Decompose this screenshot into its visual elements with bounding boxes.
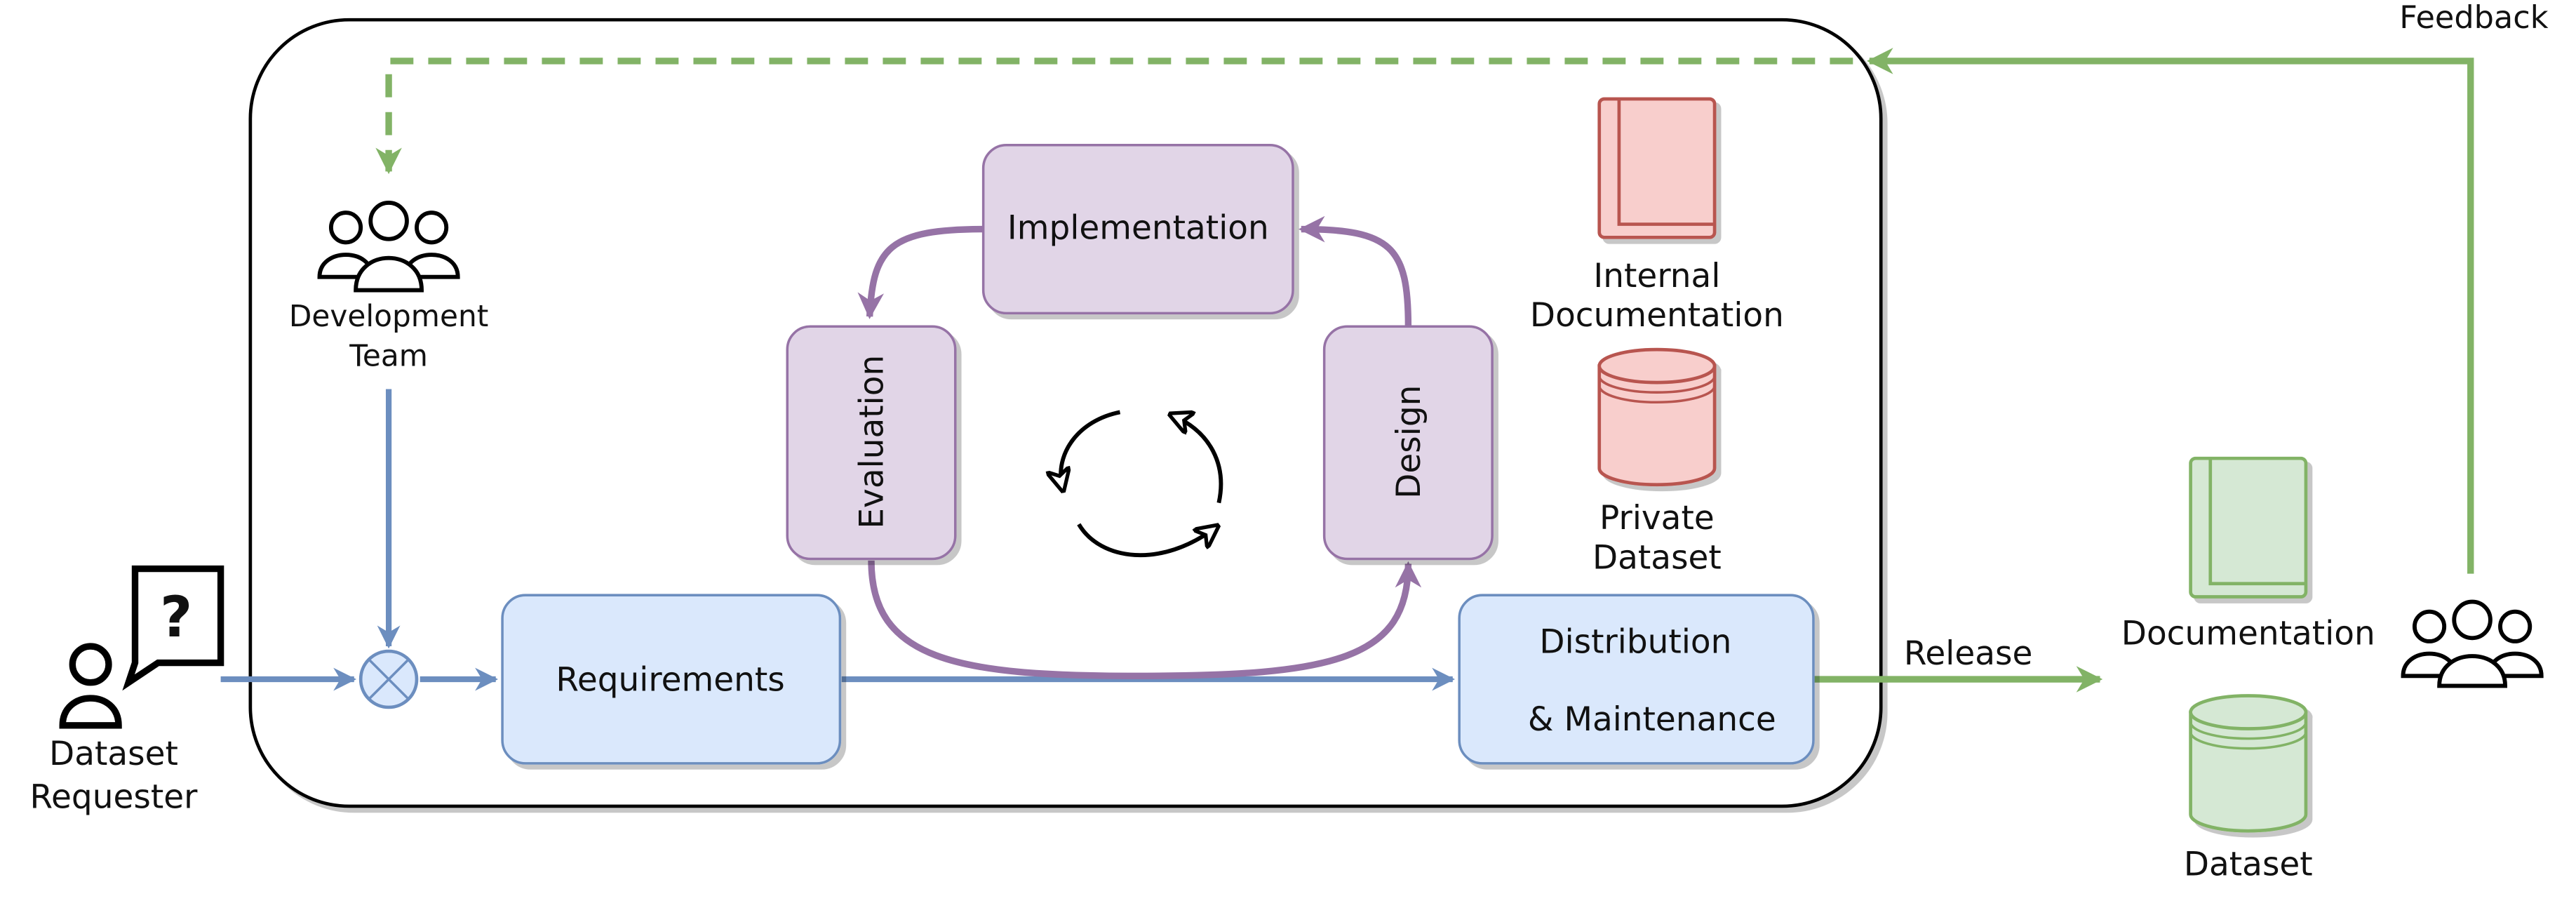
merge-node [358, 649, 419, 709]
requester-label-line1: Dataset [49, 735, 178, 773]
documentation-book-icon [2189, 456, 2308, 599]
feedback-return-line [1867, 48, 2474, 574]
distribution-node: Distribution & Maintenance [1458, 594, 1815, 765]
design-label: Design [1390, 385, 1428, 499]
private-dataset-label-line1: Private [1599, 499, 1715, 537]
feedback-label: Feedback [2399, 0, 2549, 36]
distribution-label-line1: Distribution [1539, 622, 1731, 661]
implementation-label: Implementation [1007, 209, 1269, 248]
refresh-cycle-icon [1061, 412, 1223, 557]
requirements-label: Requirements [556, 660, 784, 699]
requester-label-line2: Requester [30, 777, 199, 816]
requirements-node: Requirements [501, 594, 842, 765]
evaluation-to-design-arrow [868, 560, 1422, 680]
private-dataset-label-line2: Dataset [1592, 539, 1722, 577]
internal-doc-label-line2: Documentation [1530, 296, 1784, 335]
private-dataset-cylinder-icon [1597, 347, 1717, 487]
evaluation-node: Evaluation [786, 325, 957, 561]
implementation-to-evaluation-arrow [857, 225, 986, 319]
development-team-icon [317, 201, 460, 293]
internal-doc-label-line1: Internal [1593, 257, 1720, 295]
dataset-requester-icon [59, 565, 224, 729]
feedback-dashed-line [375, 58, 1853, 175]
users-group-icon [2401, 599, 2544, 688]
dataset-cylinder-icon [2189, 694, 2308, 833]
documentation-label: Documentation [2121, 615, 2375, 653]
evaluation-label: Evaluation [852, 355, 891, 529]
internal-documentation-book-icon [1597, 97, 1717, 239]
implementation-node: Implementation [981, 143, 1294, 315]
distribution-label-line2: & Maintenance [1528, 700, 1776, 739]
dataset-label: Dataset [2184, 846, 2313, 884]
design-node: Design [1322, 325, 1494, 561]
release-label: Release [1904, 634, 2032, 673]
dev-team-label-line1: Development [289, 299, 488, 333]
question-mark-glyph: ? [160, 585, 192, 650]
design-to-implementation-arrow [1299, 215, 1412, 327]
dev-team-label-line2: Team [349, 339, 428, 373]
